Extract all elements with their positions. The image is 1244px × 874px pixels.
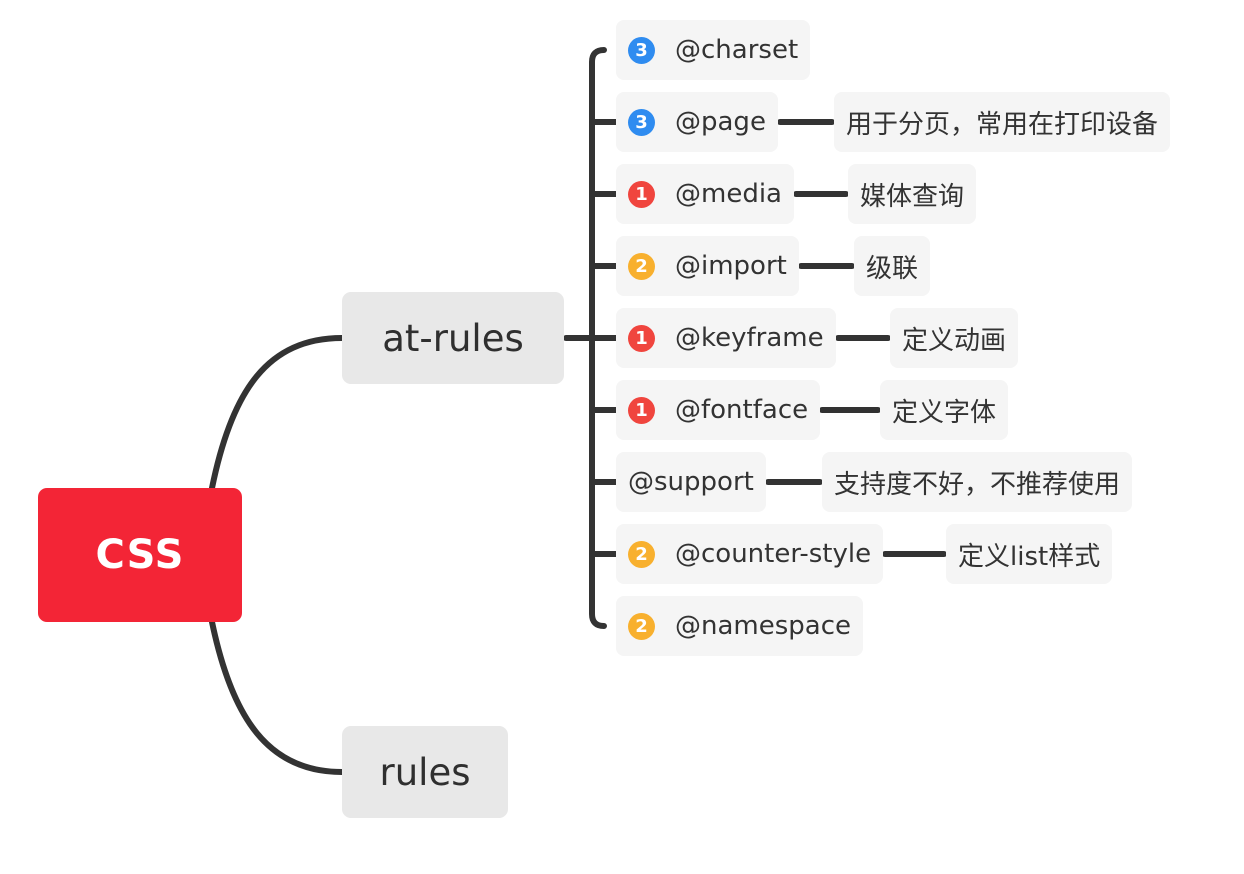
at-rule-label: @namespace [675,611,852,641]
at-rule-node[interactable]: 1 @fontface [616,380,821,440]
at-rule-note[interactable]: 定义动画 [890,308,1019,368]
at-rule-note[interactable]: 支持度不好，不推荐使用 [822,452,1133,512]
priority-2-icon: 2 [628,540,655,568]
root-node-css[interactable]: CSS [38,488,242,622]
branch-node-rules[interactable]: rules [342,726,508,818]
connector-root-to-rules [209,619,345,775]
at-rule-note[interactable]: 用于分页，常用在打印设备 [834,92,1171,152]
at-rule-node[interactable]: 2 @counter-style [616,524,884,584]
at-rule-node[interactable]: 1 @keyframe [616,308,836,368]
priority-2-icon: 2 [628,612,655,640]
root-node-label: CSS [95,532,185,578]
at-rule-node[interactable]: 3 @charset [616,20,811,80]
at-rule-label: @page [675,107,766,137]
at-rule-label: @keyframe [675,323,824,353]
at-rule-note-label: 定义list样式 [958,541,1101,572]
priority-1-icon: 1 [628,324,655,352]
connector-root-to-at-rules [209,335,345,491]
at-rule-label: @charset [675,35,799,65]
branch-node-at-rules[interactable]: at-rules [342,292,564,384]
at-rule-node[interactable]: 3 @page [616,92,778,152]
at-rule-note-label: 级联 [866,253,919,284]
at-rule-node[interactable]: @support [616,452,766,512]
at-rule-note[interactable]: 媒体查询 [848,164,977,224]
at-rule-note-label: 定义动画 [902,325,1007,356]
at-rule-note-label: 媒体查询 [860,181,965,212]
priority-1-icon: 1 [628,180,655,208]
priority-2-icon: 2 [628,252,655,280]
at-rule-label: @support [628,467,754,497]
priority-3-icon: 3 [628,36,655,64]
at-rule-note-label: 用于分页，常用在打印设备 [846,109,1159,140]
at-rule-node[interactable]: 2 @namespace [616,596,864,656]
at-rule-node[interactable]: 1 @media [616,164,794,224]
at-rule-label: @media [675,179,782,209]
branch-node-label: rules [379,750,471,794]
at-rule-label: @counter-style [675,539,872,569]
branch-node-label: at-rules [382,316,524,360]
at-rule-node[interactable]: 2 @import [616,236,799,296]
priority-3-icon: 3 [628,108,655,136]
at-rule-note[interactable]: 级联 [854,236,931,296]
at-rule-label: @import [675,251,787,281]
at-rule-label: @fontface [675,395,809,425]
at-rule-note[interactable]: 定义字体 [880,380,1009,440]
priority-1-icon: 1 [628,396,655,424]
at-rule-note-label: 支持度不好，不推荐使用 [834,469,1121,500]
at-rule-note[interactable]: 定义list样式 [946,524,1113,584]
at-rule-note-label: 定义字体 [892,397,997,428]
